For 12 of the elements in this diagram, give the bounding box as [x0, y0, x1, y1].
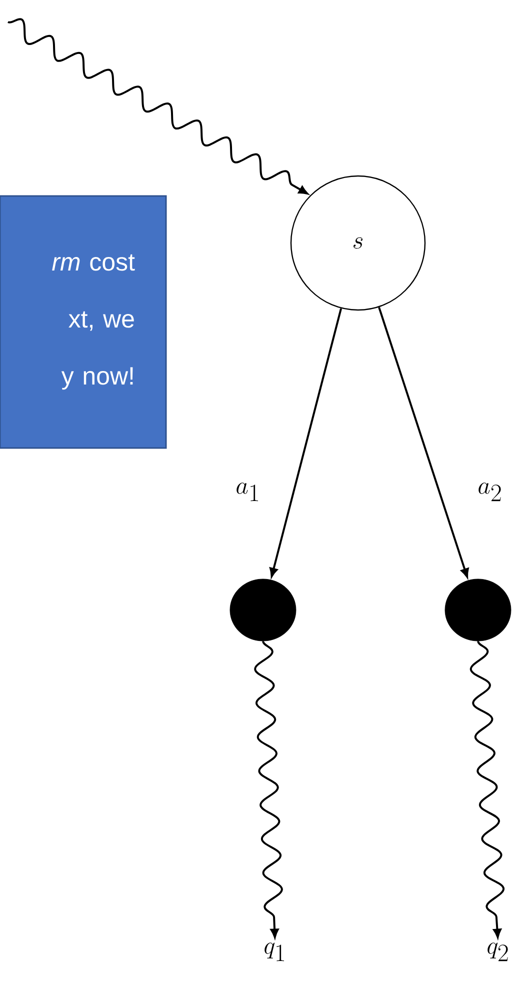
wavy-arrow [8, 18, 308, 194]
arrow [378, 306, 469, 578]
wavy-arrow [470, 640, 505, 938]
chance-node [230, 578, 296, 642]
value-label: $q_1$ [264, 942, 284, 962]
chance-node [444, 578, 512, 642]
wavy-arrow [254, 640, 283, 938]
note-box: rm cost xt, we y now! [0, 195, 167, 449]
arrow [270, 308, 342, 578]
edge-label: $a_1$ [234, 482, 262, 502]
edge-label: $a_2$ [476, 482, 504, 502]
value-label: $q_2$ [488, 942, 508, 962]
